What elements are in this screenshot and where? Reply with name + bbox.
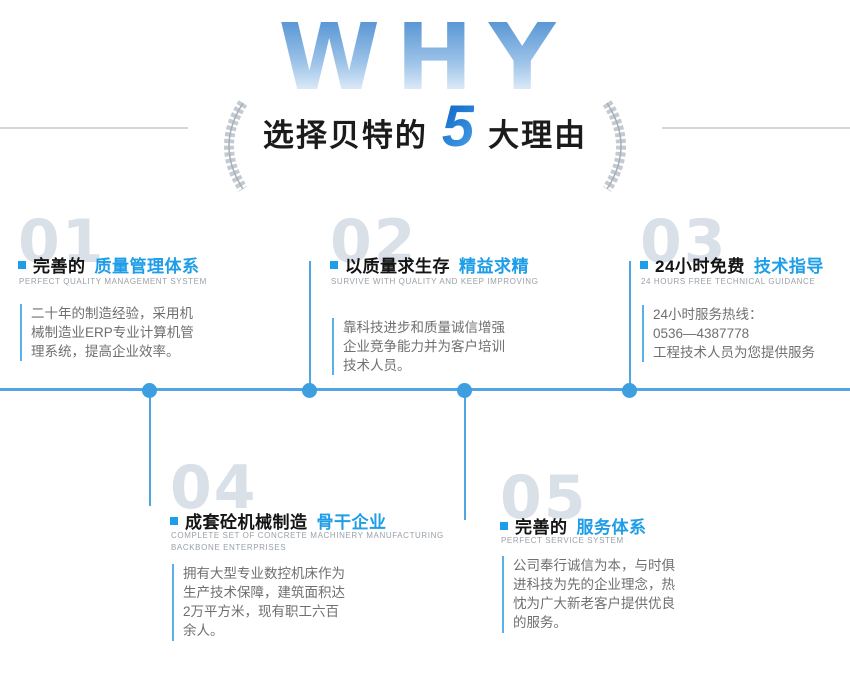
section-number: 03 <box>640 207 728 277</box>
section-subtitle: 24 HOURS FREE TECHNICAL GUIDANCE <box>641 277 816 286</box>
section-subtitle: COMPLETE SET OF CONCRETE MACHINERY MANUF… <box>171 531 444 552</box>
section-heading: 以质量求生存 精益求精 <box>330 252 529 277</box>
heading-black-text: 完善的 <box>515 518 568 537</box>
timeline-dot-2 <box>302 383 317 398</box>
timeline-connector-03 <box>629 261 631 389</box>
bullet-square-icon <box>18 260 26 269</box>
heading-blue-text: 精益求精 <box>459 257 529 276</box>
timeline-connector-04 <box>149 390 151 506</box>
section-heading: 24小时免费 技术指导 <box>640 252 824 277</box>
heading-black-text: 完善的 <box>33 257 86 276</box>
section-body: 靠科技进步和质量诚信增强企业竞争能力并为客户培训技术人员。 <box>332 318 511 376</box>
page-title: 选择贝特的 5 大理由 <box>0 86 850 192</box>
section-body: 拥有大型专业数控机床作为生产技术保障，建筑面积达2万平方米，现有职工六百余人。 <box>172 564 351 641</box>
bullet-square-icon <box>500 521 508 530</box>
section-number: 02 <box>330 207 418 277</box>
heading-black-text: 成套砼机械制造 <box>185 513 308 532</box>
title-post-text: 大理由 <box>488 117 588 153</box>
heading-black-text: 以质量求生存 <box>345 257 450 276</box>
section-body: 公司奉行诚信为本，与时俱进科技为先的企业理念，热忱为广大新老客户提供优良的服务。 <box>502 556 681 633</box>
header-divider-right <box>662 127 850 129</box>
section-number: 04 <box>170 453 258 523</box>
section-heading: 完善的 服务体系 <box>500 513 647 538</box>
section-subtitle: SURVIVE WITH QUALITY AND KEEP IMPROVING <box>331 277 539 286</box>
section-body: 二十年的制造经验，采用机械制造业ERP专业计算机管理系统，提高企业效率。 <box>20 304 199 362</box>
left-bracket-ornament-icon <box>223 100 248 192</box>
section-number: 05 <box>500 463 588 533</box>
bullet-square-icon <box>640 260 648 269</box>
timeline-connector-05 <box>464 390 466 520</box>
section-body: 24小时服务热线： 0536—4387778 工程技术人员为您提供服务 <box>642 305 831 363</box>
section-subtitle: PERFECT SERVICE SYSTEM <box>501 536 624 545</box>
section-subtitle: PERFECT QUALITY MANAGEMENT SYSTEM <box>19 277 207 286</box>
timeline-dot-3 <box>457 383 472 398</box>
title-pre-text: 选择贝特的 <box>262 117 428 153</box>
section-heading: 成套砼机械制造 骨干企业 <box>170 508 387 533</box>
bullet-square-icon <box>170 516 178 525</box>
heading-blue-text: 骨干企业 <box>316 513 387 532</box>
header-divider-left <box>0 127 188 129</box>
watermark-why-text: WHY <box>0 12 850 104</box>
heading-blue-text: 技术指导 <box>753 257 824 276</box>
heading-blue-text: 质量管理体系 <box>94 257 200 276</box>
title-number-5: 5 <box>441 94 475 159</box>
timeline-line <box>0 388 850 391</box>
timeline-connector-02 <box>309 261 311 389</box>
timeline-dot-1 <box>142 383 157 398</box>
heading-blue-text: 服务体系 <box>576 518 647 537</box>
bullet-square-icon <box>330 260 338 269</box>
timeline-dot-4 <box>622 383 637 398</box>
section-heading: 完善的 质量管理体系 <box>18 252 200 277</box>
right-bracket-ornament-icon <box>602 100 627 192</box>
heading-black-text: 24小时免费 <box>655 257 745 276</box>
section-number: 01 <box>18 207 106 277</box>
